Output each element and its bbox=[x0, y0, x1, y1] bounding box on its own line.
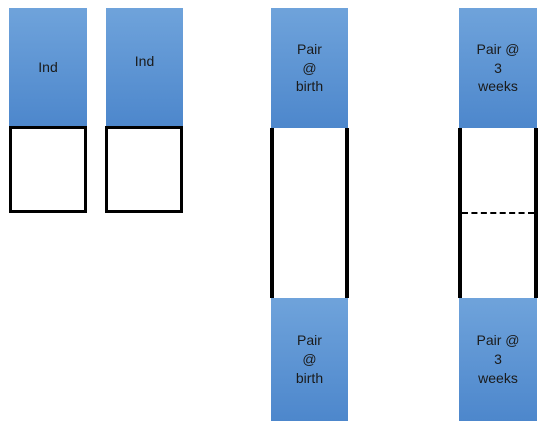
pair-birth-bottom-text: Pair @ birth bbox=[295, 332, 324, 386]
pair-3weeks-top-text: Pair @ 3 weeks bbox=[476, 40, 520, 95]
individual-pen-2 bbox=[105, 126, 183, 213]
pair-3weeks-top-label: Pair @ 3 weeks bbox=[459, 8, 537, 128]
ind-label-2-text: Ind bbox=[134, 52, 155, 69]
pair-birth-top-text: Pair @ birth bbox=[295, 40, 324, 95]
pair-birth-pen bbox=[270, 128, 349, 298]
individual-pen-1 bbox=[9, 126, 87, 213]
ind-label-1-text: Ind bbox=[38, 58, 58, 75]
ind-label-2: Ind bbox=[106, 8, 183, 126]
pair-3weeks-bottom-text: Pair @ 3 weeks bbox=[476, 332, 520, 386]
pair-birth-top-label: Pair @ birth bbox=[271, 8, 348, 128]
pair-birth-bottom-label: Pair @ birth bbox=[271, 298, 348, 421]
pen-divider-dashed bbox=[462, 212, 534, 214]
pair-3weeks-bottom-label: Pair @ 3 weeks bbox=[459, 298, 537, 421]
ind-label-1: Ind bbox=[9, 8, 87, 126]
